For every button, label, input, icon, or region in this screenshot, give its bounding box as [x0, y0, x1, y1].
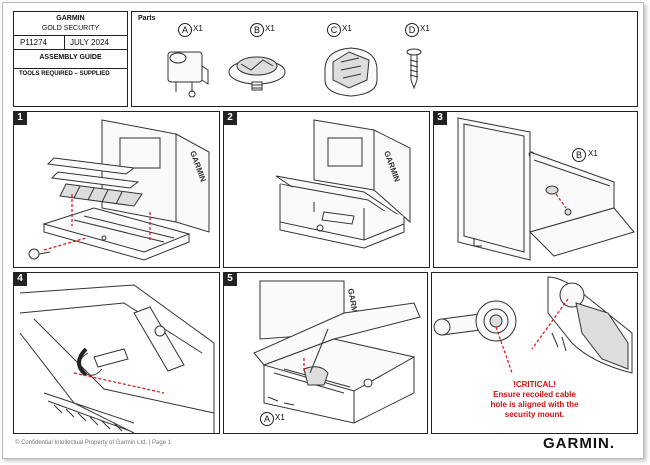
tools-required: TOOLS REQUIRED – SUPPLIED: [19, 71, 110, 77]
step-5-drawing: GARMIN: [253, 280, 421, 424]
part-a-drawing: [167, 51, 209, 98]
product-name: GOLD SECURITY: [41, 25, 100, 32]
assembly-guide-sheet: GARMIN GOLD SECURITY P11274 JULY 2024 AS…: [2, 2, 644, 459]
part-c-qty: X1: [342, 24, 352, 33]
step-2-number: 2: [223, 111, 237, 125]
step-3-drawing: GARMIN: [457, 117, 635, 261]
part-number: P11274: [20, 38, 47, 47]
step-4-number: 4: [13, 272, 27, 286]
part-a-badge: A: [178, 23, 192, 37]
part-a-qty: X1: [193, 24, 203, 33]
footer-logo: GARMIN.: [543, 435, 615, 452]
step-1-panel: 1 GARMIN: [13, 111, 220, 268]
step-1-drawing: GARMIN: [28, 119, 210, 261]
part-b-badge: B: [250, 23, 264, 37]
step-3-panel: 3 B X1 GARMIN: [433, 111, 638, 268]
parts-panel: Parts A X1 B X1 C X1 D: [131, 11, 638, 107]
footer-copyright: © Confidential Intellectual Property of …: [15, 440, 172, 446]
step-3-callout-qty: X1: [588, 149, 598, 158]
part-b-drawing: [228, 56, 286, 91]
step-5-number: 5: [223, 272, 237, 286]
step-3-callout-badge: B: [572, 148, 586, 162]
step-4-drawing: [19, 284, 215, 434]
part-d-badge: D: [405, 23, 419, 37]
doc-date: JULY 2024: [70, 38, 109, 47]
step-5-callout-qty: X1: [275, 413, 285, 422]
step-4-panel: 4: [13, 272, 220, 434]
step-3-number: 3: [433, 111, 447, 125]
brand-name: GARMIN: [56, 15, 85, 22]
part-b-qty: X1: [265, 24, 275, 33]
doc-type: ASSEMBLY GUIDE: [39, 54, 102, 61]
step-5-callout-badge: A: [260, 412, 274, 426]
step-5-panel: 5 A X1 GARMIN: [223, 272, 428, 434]
part-c-drawing: [324, 47, 378, 97]
critical-line-1: Ensure recoiled cable: [493, 390, 576, 399]
detail-drawing: [433, 276, 633, 374]
critical-line-3: security mount.: [504, 410, 565, 419]
title-block: GARMIN GOLD SECURITY P11274 JULY 2024 AS…: [13, 11, 128, 107]
part-d-qty: X1: [420, 24, 430, 33]
part-d-drawing: [406, 48, 422, 90]
critical-line-2: hole is aligned with the: [490, 400, 579, 409]
critical-detail-panel: !CRITICAL! Ensure recoiled cable hole is…: [431, 272, 638, 434]
critical-title: !CRITICAL!: [513, 380, 556, 389]
part-c-badge: C: [327, 23, 341, 37]
step-2-panel: 2 GARMIN: [223, 111, 430, 268]
parts-title: Parts: [138, 15, 156, 22]
step-1-number: 1: [13, 111, 27, 125]
step-2-drawing: GARMIN: [275, 119, 411, 249]
